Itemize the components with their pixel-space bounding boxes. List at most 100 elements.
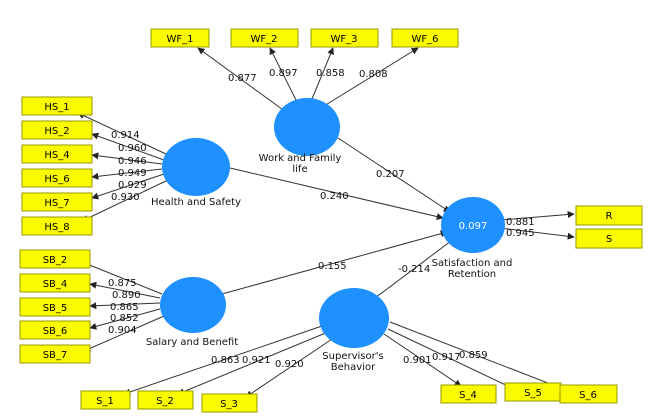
loading-hs4: 0.946: [118, 156, 147, 167]
indicator-label: SB_4: [43, 279, 68, 290]
path-coef-supervisor: -0.214: [398, 264, 430, 275]
construct-work-family[interactable]: [274, 98, 340, 156]
loading-hs8: 0.930: [111, 192, 140, 203]
construct-health-safety[interactable]: [162, 138, 230, 196]
label-work-family-2: life: [292, 164, 307, 175]
path-coef-work-family: 0.207: [376, 169, 405, 180]
loading-sb6: 0.852: [110, 313, 139, 324]
indicator-label: S_5: [524, 388, 542, 399]
edge-s4: [383, 333, 462, 387]
indicator-hs1[interactable]: HS_1: [21, 96, 93, 116]
indicator-sb2[interactable]: SB_2: [19, 249, 91, 269]
edge-s: [499, 227, 575, 240]
label-supervisor-1: Supervisor's: [322, 351, 383, 362]
indicator-label: WF_3: [330, 34, 357, 45]
loading-s4: 0.901: [403, 355, 432, 366]
label-work-family-1: Work and Family: [259, 153, 342, 164]
indicator-label: S_6: [579, 390, 597, 401]
indicator-wf2[interactable]: WF_2: [230, 28, 299, 48]
edge-wf1: [197, 47, 287, 113]
constructs: 0.097: [160, 98, 505, 348]
path-salary-benefit: [221, 230, 448, 295]
r-squared-value: 0.097: [459, 221, 488, 232]
indicator-label: R: [606, 211, 613, 222]
edge-hs6: [91, 168, 163, 180]
loading-s: 0.945: [506, 228, 535, 239]
loading-sb7: 0.904: [108, 325, 137, 336]
path-labels: 0.207 0.240 0.155 -0.214: [318, 169, 430, 275]
indicator-hs7[interactable]: HS_7: [21, 192, 93, 212]
indicator-hs4[interactable]: HS_4: [21, 144, 93, 164]
edge-wf6: [323, 47, 419, 107]
loading-hs6: 0.949: [118, 168, 147, 179]
edges: [77, 47, 575, 398]
path-work-family: [331, 133, 451, 213]
indicator-label: S_2: [156, 396, 174, 407]
indicator-label: HS_8: [44, 222, 69, 233]
path-supervisor: [374, 237, 456, 299]
label-salary-benefit: Salary and Benefit: [146, 337, 238, 348]
indicator-label: SB_5: [43, 303, 68, 314]
indicator-label: SB_7: [43, 350, 68, 361]
edge-s2: [177, 331, 329, 395]
indicator-s5[interactable]: S_5: [504, 382, 562, 402]
indicator-s3[interactable]: S_3: [201, 393, 258, 413]
loading-wf2: 0.897: [269, 68, 298, 79]
loading-s6: 0.859: [459, 350, 488, 361]
indicator-s6[interactable]: S_6: [559, 384, 618, 404]
loading-wf1: 0.877: [228, 73, 257, 84]
indicator-wf1[interactable]: WF_1: [150, 28, 210, 48]
indicator-hs8[interactable]: HS_8: [21, 216, 93, 236]
indicator-label: SB_6: [43, 326, 68, 337]
edge-s6: [389, 321, 567, 391]
indicator-wf6[interactable]: WF_6: [391, 28, 459, 48]
indicator-s2[interactable]: S_2: [137, 390, 194, 410]
indicator-s1[interactable]: S_1: [80, 390, 131, 410]
indicator-sb4[interactable]: SB_4: [19, 273, 91, 293]
indicator-label: S_4: [459, 390, 477, 401]
indicator-label: WF_2: [250, 34, 277, 45]
path-health-safety: [229, 167, 444, 220]
indicator-label: HS_4: [44, 150, 69, 161]
edge-sb6: [89, 308, 161, 330]
indicator-hs2[interactable]: HS_2: [21, 120, 93, 140]
indicator-s4[interactable]: S_4: [440, 384, 497, 404]
indicator-sb6[interactable]: SB_6: [19, 320, 91, 340]
loading-sb2: 0.875: [108, 278, 137, 289]
indicator-s[interactable]: S: [575, 228, 643, 249]
indicator-label: SB_2: [43, 255, 68, 266]
edge-hs7: [91, 173, 165, 200]
loading-s5: 0.917: [432, 352, 461, 363]
indicator-hs6[interactable]: HS_6: [21, 168, 93, 188]
indicator-label: S_1: [96, 396, 114, 407]
indicator-label: WF_1: [166, 34, 193, 45]
construct-supervisor[interactable]: [319, 288, 389, 348]
indicator-label: S: [606, 234, 612, 245]
indicator-wf3[interactable]: WF_3: [310, 28, 379, 48]
construct-salary-benefit[interactable]: [160, 277, 226, 333]
edge-sb5: [89, 302, 161, 310]
label-satisfaction-1: Satisfaction and: [432, 258, 513, 269]
edge-s5: [387, 328, 513, 389]
loading-s3: 0.920: [275, 359, 304, 370]
indicator-sb7[interactable]: SB_7: [19, 344, 91, 364]
loading-hs2: 0.960: [118, 143, 147, 154]
edge-s3: [245, 336, 336, 398]
loading-hs7: 0.929: [118, 180, 147, 191]
construct-labels: Work and Family life Health and Safety S…: [146, 153, 513, 373]
indicators: WF_1 WF_2 WF_3 WF_6 HS_1 HS_2 HS_4 HS_6 …: [19, 28, 643, 413]
loading-sb4: 0.890: [112, 290, 141, 301]
loading-sb5: 0.865: [110, 302, 139, 313]
edge-sb4: [89, 281, 161, 299]
edge-s1: [123, 325, 323, 396]
indicator-label: S_3: [220, 399, 238, 410]
indicator-r[interactable]: R: [575, 205, 643, 226]
label-supervisor-2: Behavior: [331, 362, 376, 373]
indicator-label: HS_1: [44, 102, 69, 113]
loading-s1: 0.863: [211, 355, 240, 366]
indicator-sb5[interactable]: SB_5: [19, 297, 91, 317]
path-coef-salary-benefit: 0.155: [318, 261, 347, 272]
construct-satisfaction[interactable]: [441, 197, 505, 253]
